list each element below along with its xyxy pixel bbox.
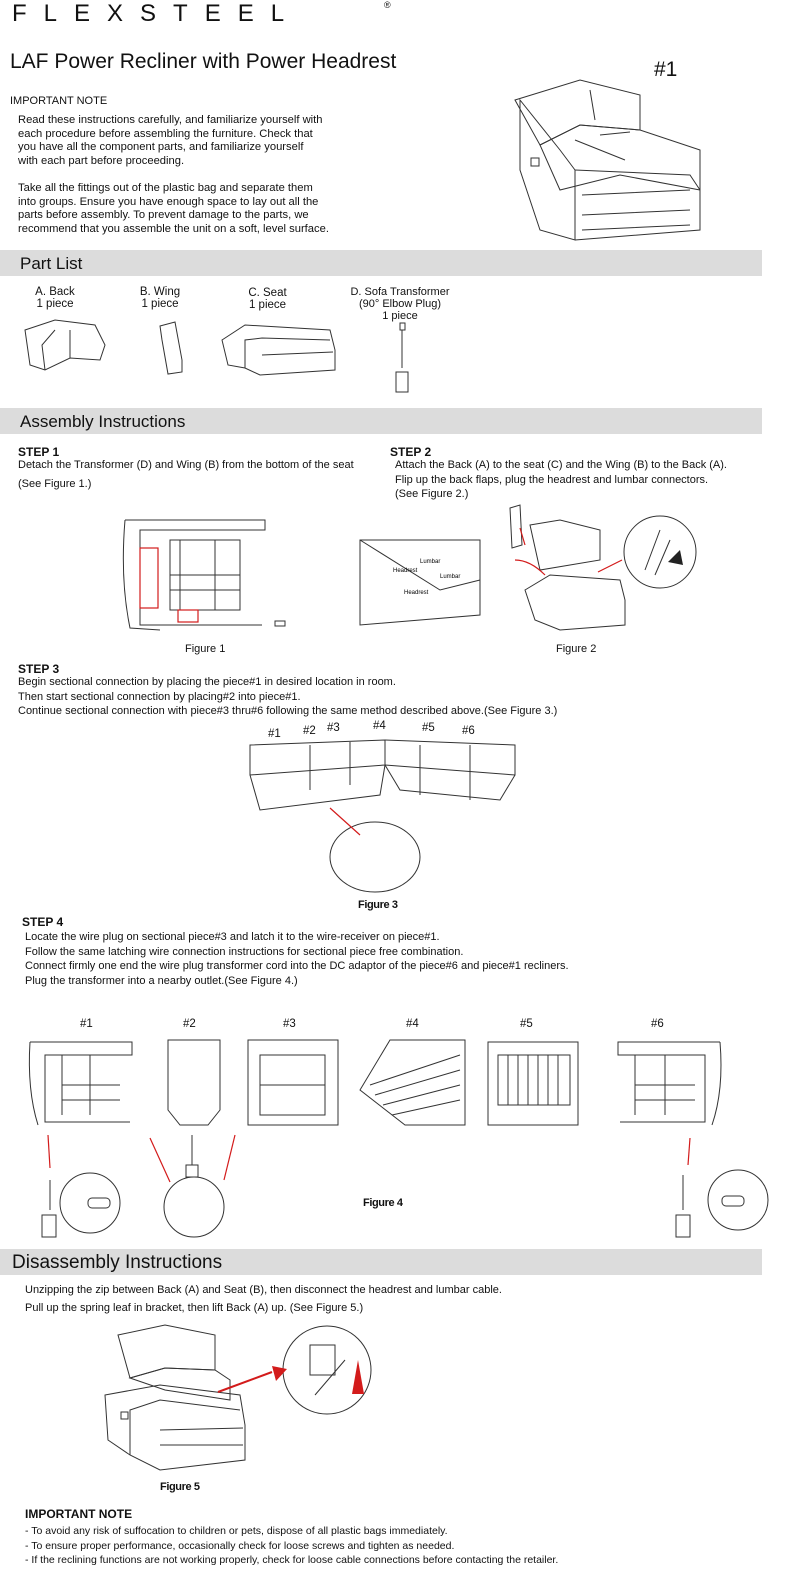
page-title: LAF Power Recliner with Power Headrest [10, 50, 397, 73]
fig2-lumbar-label: Lumbar [420, 559, 440, 565]
figure-4-caption: Figure 4 [363, 1197, 403, 1209]
fig4-label-1: #1 [80, 1018, 93, 1030]
fig3-label-1: #1 [268, 728, 281, 740]
figure-3-caption: Figure 3 [358, 899, 398, 911]
footer-note-list: - To avoid any risk of suffocation to ch… [25, 1524, 795, 1568]
figure-5-caption: Figure 5 [160, 1481, 200, 1493]
figure-1-caption: Figure 1 [185, 643, 226, 655]
intro-paragraph-1: Read these instructions carefully, and f… [18, 114, 323, 167]
footer-note-heading: IMPORTANT NOTE [25, 1507, 133, 1521]
fig4-label-2: #2 [183, 1018, 196, 1030]
step2-title: STEP 2 [390, 445, 432, 459]
figure-2-caption: Figure 2 [556, 643, 597, 655]
fig2-headrest-label: Headrest [393, 568, 418, 574]
fig2-lumbar-label-2: Lumbar [440, 574, 460, 580]
fig3-label-5: #5 [422, 722, 435, 734]
step3-text: Begin sectional connection by placing th… [18, 676, 558, 717]
part-d-label: D. Sofa Transformer(90° Elbow Plug)1 pie… [350, 286, 450, 322]
registered-mark: ® [384, 0, 391, 10]
brand-logo: FLEXSTEEL [12, 0, 302, 27]
step4-title: STEP 4 [22, 915, 64, 929]
footer-note-item: - To ensure proper performance, occasion… [25, 1539, 455, 1552]
fig3-label-3: #3 [327, 722, 340, 734]
fig4-label-4: #4 [406, 1018, 419, 1030]
footer-note-item: - To avoid any risk of suffocation to ch… [25, 1525, 448, 1537]
intro-paragraph-2: Take all the fittings out of the plastic… [18, 182, 329, 235]
section-header-assembly: Assembly Instructions [0, 408, 762, 434]
fig4-label-3: #3 [283, 1018, 296, 1030]
intro-heading: IMPORTANT NOTE [10, 95, 108, 107]
disassembly-text: Unzipping the zip between Back (A) and S… [25, 1284, 502, 1314]
fig2-headrest-label-2: Headrest [404, 590, 429, 596]
fig3-label-6: #6 [462, 725, 475, 737]
section-header-disassembly: Disassembly Instructions [0, 1249, 762, 1275]
fig4-label-5: #5 [520, 1018, 533, 1030]
piece-number: #1 [654, 58, 678, 81]
footer-note-item: - If the reclining functions are not wor… [25, 1554, 559, 1566]
step1-title: STEP 1 [18, 445, 60, 459]
step1-text: Detach the Transformer (D) and Wing (B) … [18, 459, 354, 490]
section-header-part-list: Part List [0, 250, 762, 276]
fig4-label-6: #6 [651, 1018, 664, 1030]
step4-text: Locate the wire plug on sectional piece#… [25, 931, 569, 987]
fig3-label-4: #4 [373, 720, 386, 732]
step2-text: Attach the Back (A) to the seat (C) and … [395, 459, 727, 500]
fig3-label-2: #2 [303, 725, 316, 737]
step3-title: STEP 3 [18, 662, 60, 676]
